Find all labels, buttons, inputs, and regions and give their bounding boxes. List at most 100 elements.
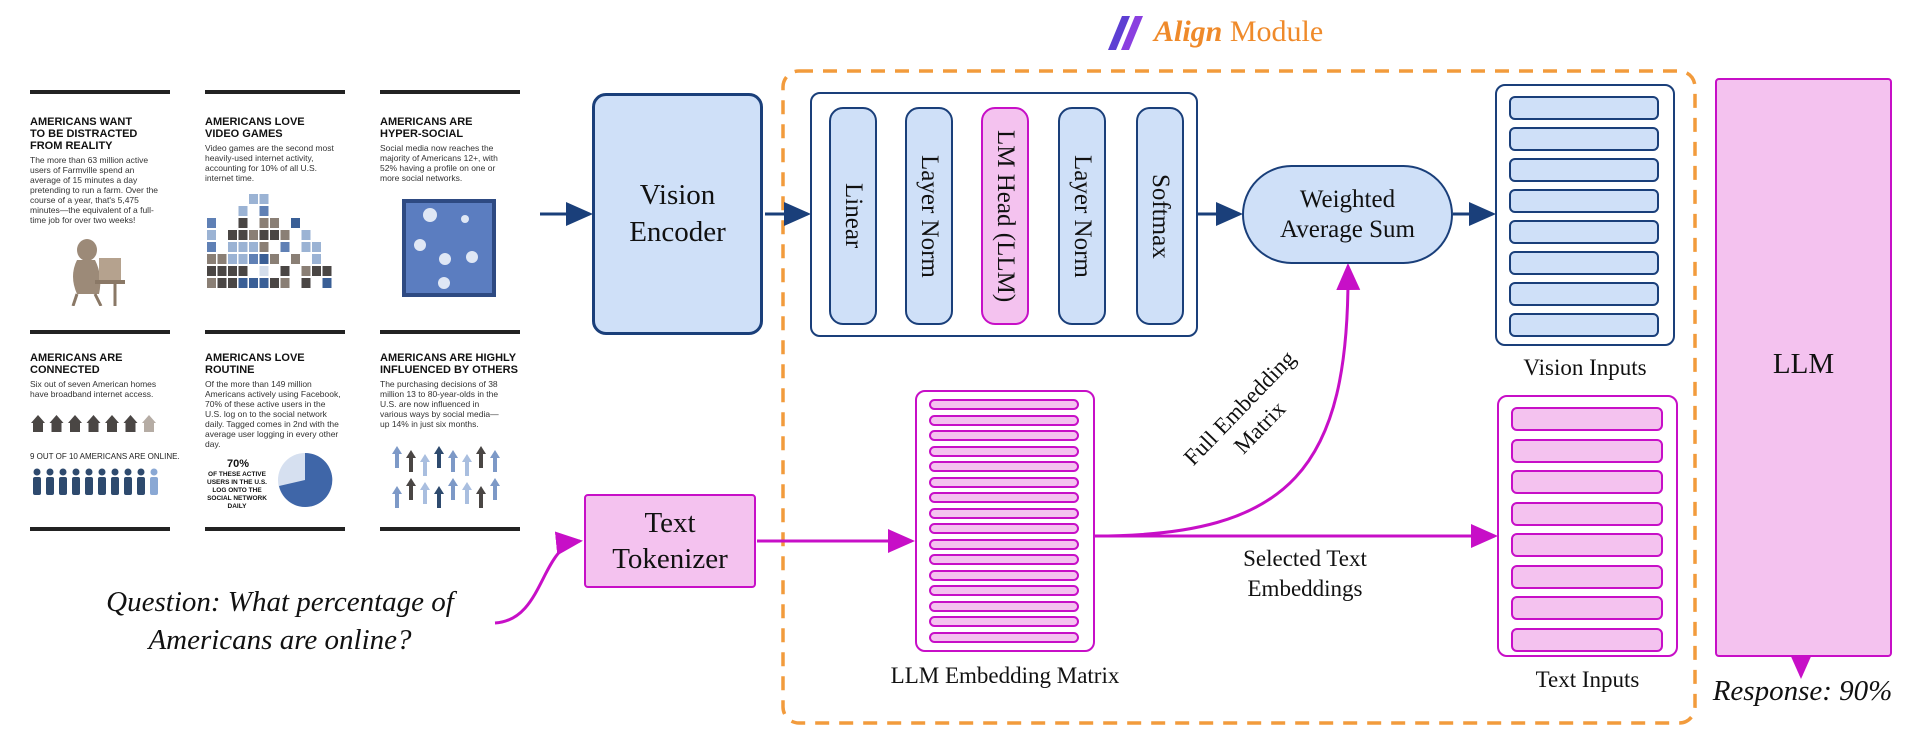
- question-text: Question: What percentage of Americans a…: [70, 583, 490, 659]
- linear-layer: Linear: [829, 107, 877, 325]
- token-embedding-bar: [929, 399, 1079, 410]
- online-stat: 9 OUT OF 10 AMERICANS ARE ONLINE.: [30, 452, 180, 461]
- token-embedding-bar: [1511, 438, 1663, 463]
- token-embedding-bar: [1511, 533, 1663, 557]
- panel-body: Of the more than 149 million Americans a…: [205, 379, 341, 449]
- module-title: Align Module: [1108, 12, 1323, 52]
- question-line-1: Question: What percentage of: [106, 586, 454, 618]
- panel-title: AMERICANS ARE HYPER-SOCIAL: [380, 116, 473, 140]
- token-embedding-bar: [1511, 407, 1663, 431]
- pie-percent: 70%: [227, 458, 250, 470]
- question-line-2: Americans are online?: [148, 624, 412, 656]
- slash-logo-icon: [1108, 16, 1143, 50]
- token-embedding-bar: [1509, 220, 1659, 244]
- social-media-sign-icon: [402, 199, 496, 297]
- embedding-matrix-label: LLM Embedding Matrix: [890, 663, 1120, 688]
- token-embedding-bar: [929, 430, 1079, 441]
- title-emphasis: Align: [1154, 15, 1223, 48]
- vision-encoder-label-2: Encoder: [629, 216, 726, 248]
- pie-caption: OF THESE ACTIVE USERS IN THE U.S. LOG ON…: [207, 471, 267, 510]
- panel-body: The purchasing decisions of 38 million 1…: [380, 379, 499, 429]
- text-tokenizer-node: Text Tokenizer: [584, 494, 756, 588]
- linear-label: Linear: [840, 183, 867, 249]
- token-embedding-bar: [929, 600, 1079, 612]
- weighted-sum-label-1: Weighted: [1299, 185, 1396, 213]
- title-rest: Module: [1222, 15, 1324, 48]
- embedding-to-sum-arrow: [1094, 263, 1361, 538]
- token-embedding-bar: [1509, 96, 1659, 120]
- selected-text-line-1: Selected Text: [1243, 546, 1367, 571]
- weighted-sum-label-2: Average Sum: [1280, 215, 1415, 243]
- panel-body: Social media now reaches the majority of…: [380, 143, 498, 183]
- lm-head-label: LM Head (LLM): [992, 129, 1019, 303]
- token-embedding-bar: [1509, 251, 1659, 275]
- token-embedding-bar: [1509, 158, 1659, 182]
- token-embedding-bar: [929, 414, 1079, 426]
- houses-icon: [31, 415, 156, 432]
- token-embedding-bar: [1509, 189, 1659, 213]
- infographic-panel: AMERICANS ARE CONNECTED Six out of seven…: [30, 330, 180, 531]
- people-icon: [33, 468, 158, 495]
- token-embedding-bar: [1511, 596, 1663, 620]
- token-embedding-bar: [929, 538, 1079, 550]
- panel-body: Six out of seven American homes have bro…: [30, 379, 157, 399]
- selected-text-embeddings-label: Selected Text Embeddings: [1210, 544, 1400, 604]
- weighted-average-sum-node: Weighted Average Sum: [1242, 165, 1453, 264]
- vision-inputs-stack: [1495, 84, 1675, 346]
- lm-head-layer: LM Head (LLM): [981, 107, 1029, 325]
- token-embedding-bar: [1509, 282, 1659, 306]
- llm-node: LLM: [1715, 78, 1892, 657]
- token-embedding-bar: [929, 507, 1079, 519]
- token-embedding-bar: [929, 445, 1079, 457]
- infographic-panel: AMERICANS LOVE ROUTINE Of the more than …: [205, 330, 345, 531]
- response-text: Response: 90%: [1712, 675, 1893, 707]
- panel-body: The more than 63 million active users of…: [30, 155, 159, 225]
- token-embedding-bar: [929, 569, 1079, 581]
- layer-norm-1: Layer Norm: [905, 107, 953, 325]
- panel-title: AMERICANS WANT TO BE DISTRACTED FROM REA…: [30, 116, 138, 152]
- projection-stack-frame: [810, 92, 1198, 337]
- token-embedding-bar: [1511, 501, 1663, 526]
- farm-gamer-figure-icon: [71, 239, 125, 306]
- panel-body: Video games are the second most heavily-…: [205, 143, 334, 183]
- infographic-panel: AMERICANS WANT TO BE DISTRACTED FROM REA…: [30, 90, 170, 334]
- token-embedding-bar: [929, 616, 1079, 627]
- token-embedding-bar: [1509, 313, 1659, 337]
- arrows-cluster-icon: [392, 446, 500, 508]
- llm-embedding-matrix: [915, 390, 1095, 652]
- layer-norm-2-label: Layer Norm: [1069, 154, 1096, 278]
- token-embedding-bar: [929, 461, 1079, 472]
- token-embedding-bar: [929, 492, 1079, 503]
- text-tokenizer-label-2: Tokenizer: [612, 543, 728, 575]
- question-to-tokenizer-arrow: [494, 531, 583, 625]
- infographic-panel: AMERICANS LOVE VIDEO GAMES Video games a…: [205, 90, 345, 334]
- text-inputs-label: Text Inputs: [1535, 667, 1640, 692]
- vision-encoder-node: Vision Encoder: [592, 93, 763, 335]
- token-embedding-bar: [929, 523, 1079, 534]
- vision-encoder-label-1: Vision: [639, 179, 716, 211]
- vision-inputs-label: Vision Inputs: [1523, 355, 1647, 380]
- panel-title: AMERICANS LOVE ROUTINE: [205, 352, 305, 376]
- panel-title: AMERICANS LOVE VIDEO GAMES: [205, 116, 305, 140]
- infographic-panel: AMERICANS ARE HIGHLY INFLUENCED BY OTHER…: [380, 330, 520, 531]
- token-embedding-bar: [1511, 627, 1663, 652]
- text-inputs-stack: [1497, 395, 1678, 657]
- video-game-blocks-icon: [207, 194, 332, 288]
- text-tokenizer-label-1: Text: [644, 507, 696, 539]
- softmax-layer: Softmax: [1136, 107, 1184, 325]
- token-embedding-bar: [929, 476, 1079, 488]
- softmax-label: Softmax: [1147, 173, 1174, 259]
- infographic-panel: AMERICANS ARE HYPER-SOCIAL Social media …: [380, 90, 520, 334]
- token-embedding-bar: [929, 554, 1079, 565]
- layer-norm-2: Layer Norm: [1058, 107, 1106, 325]
- panel-title: AMERICANS ARE CONNECTED: [30, 352, 123, 376]
- pie-chart-icon: [278, 452, 333, 507]
- layer-norm-1-label: Layer Norm: [916, 154, 943, 278]
- llm-label: LLM: [1772, 348, 1835, 380]
- token-embedding-bar: [1511, 470, 1663, 494]
- align-module-frame: [781, 69, 1697, 725]
- selected-text-line-2: Embeddings: [1247, 576, 1363, 601]
- token-embedding-bar: [929, 631, 1079, 643]
- token-embedding-bar: [1509, 127, 1659, 151]
